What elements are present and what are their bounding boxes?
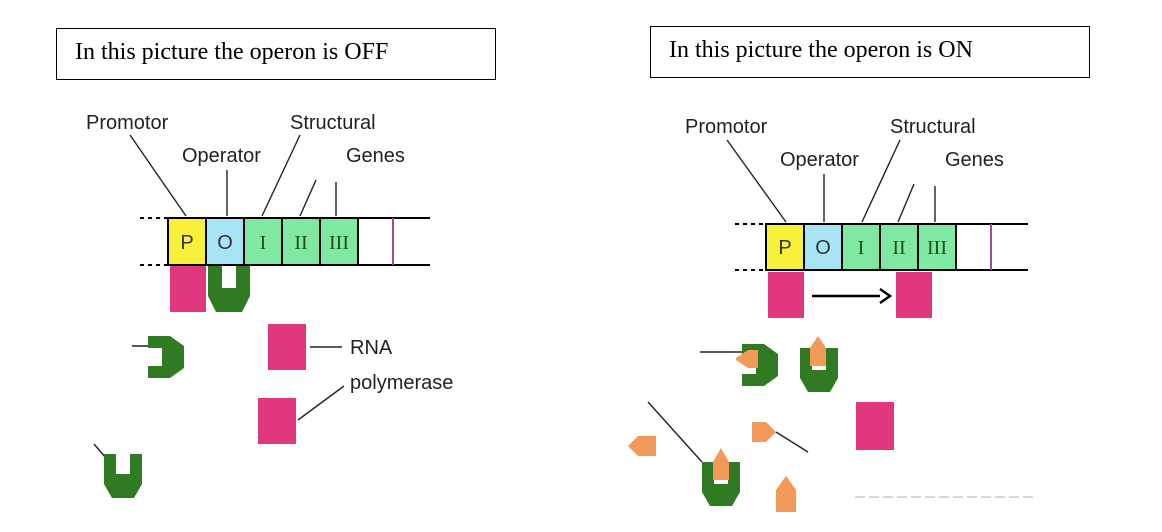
operator-letter: O xyxy=(217,232,233,254)
promoter-letter-on: P xyxy=(778,237,791,259)
label-genes-on: Genes xyxy=(945,149,1004,171)
rna-polymerase-at-promoter xyxy=(768,272,804,318)
gene-segment-3-on xyxy=(917,223,957,271)
label-polymerase: polymerase xyxy=(350,372,453,394)
promoter-letter: P xyxy=(180,232,193,254)
leader-promotor-on xyxy=(726,139,787,223)
inducer-free-1 xyxy=(628,436,656,456)
gene-segment-2 xyxy=(281,217,321,266)
label-promotor: Promotor xyxy=(86,112,169,134)
caption-operon-on: In this picture the operon is ON xyxy=(650,26,1090,78)
inducer-bound-3 xyxy=(713,448,729,480)
gene-label-3-on: III xyxy=(927,237,947,259)
label-structural-on: Structural xyxy=(890,116,976,138)
repressor-tail-4 xyxy=(647,401,703,463)
label-structural: Structural xyxy=(290,112,376,134)
transcription-arrowhead xyxy=(879,287,893,305)
gene-label-2-on: II xyxy=(892,237,905,259)
promoter-segment-on xyxy=(765,223,805,271)
rna-polymerase-blocked xyxy=(170,266,206,312)
operator-segment xyxy=(205,217,245,266)
repressor-inducer-3 xyxy=(702,462,740,506)
gene-label-3: III xyxy=(329,232,349,254)
repressor-bound-operator xyxy=(208,266,250,312)
inducer-free-3 xyxy=(776,476,796,512)
free-repressor-2 xyxy=(104,454,142,498)
operator-letter-on: O xyxy=(815,237,831,259)
leader-structural-on xyxy=(861,139,901,223)
inducer-bound-1 xyxy=(736,350,758,368)
label-rna: RNA xyxy=(350,337,393,359)
repressor-inducer-2 xyxy=(800,348,838,392)
dna-strand: P O I II III xyxy=(140,217,430,266)
rna-polymerase-free-2 xyxy=(258,398,296,444)
label-promotor-on: Promotor xyxy=(685,116,768,138)
promoter-segment xyxy=(167,217,207,266)
rna-polymerase-free-1 xyxy=(268,324,306,370)
operator-segment-on xyxy=(803,223,843,271)
inducer-free-2 xyxy=(752,422,776,442)
label-genes: Genes xyxy=(346,145,405,167)
panel-operon-on: Promotor Operator Structural Genes xyxy=(628,116,1035,512)
leader-promotor xyxy=(129,134,187,217)
gene-label-1: I xyxy=(260,232,267,254)
gene-label-1-on: I xyxy=(858,237,865,259)
gene-segment-3 xyxy=(319,217,359,266)
dna-strand-on: P O I II III xyxy=(735,223,1028,271)
gene-segment-1 xyxy=(243,217,283,266)
leader-gene-2-on xyxy=(897,183,915,223)
leader-structural xyxy=(261,134,301,217)
leader-polymerase xyxy=(297,385,345,421)
rna-polymerase-transcribing xyxy=(896,272,932,318)
label-operator-on: Operator xyxy=(780,149,859,171)
free-repressor-1 xyxy=(148,336,184,378)
inducer-bound-2 xyxy=(810,336,826,366)
caption-operon-off: In this picture the operon is OFF xyxy=(56,28,496,80)
inducer-tail xyxy=(775,431,809,453)
panel-operon-off: Promotor Operator Structural Genes xyxy=(86,112,453,498)
gene-label-2: II xyxy=(294,232,307,254)
label-operator: Operator xyxy=(182,145,261,167)
rna-polymerase-free-on xyxy=(856,402,894,450)
leader-gene-2 xyxy=(299,179,317,217)
